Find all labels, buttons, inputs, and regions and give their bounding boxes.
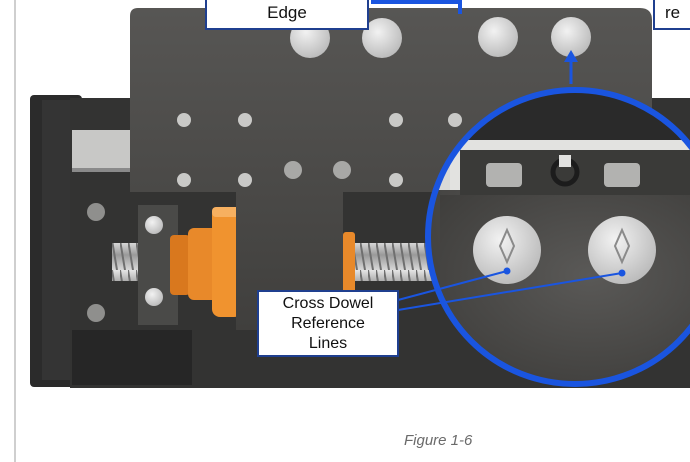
callout-partial: re [653,0,690,30]
callout-edge-text: Edge [267,3,307,22]
callout-cross-dowel: Cross Dowel Reference Lines [257,290,399,357]
callout-dowel-line1: Cross Dowel [282,295,374,312]
orange-nut [170,207,355,317]
magnifier-detail [425,87,690,387]
callout-partial-text: re [665,3,681,22]
callout-dowel-line3: Lines [308,335,348,352]
callout-dowel-line2: Reference [291,315,365,332]
callout-edge: Edge [205,0,369,30]
page-left-rule [14,0,16,462]
figure-caption: Figure 1-6 [404,432,473,449]
